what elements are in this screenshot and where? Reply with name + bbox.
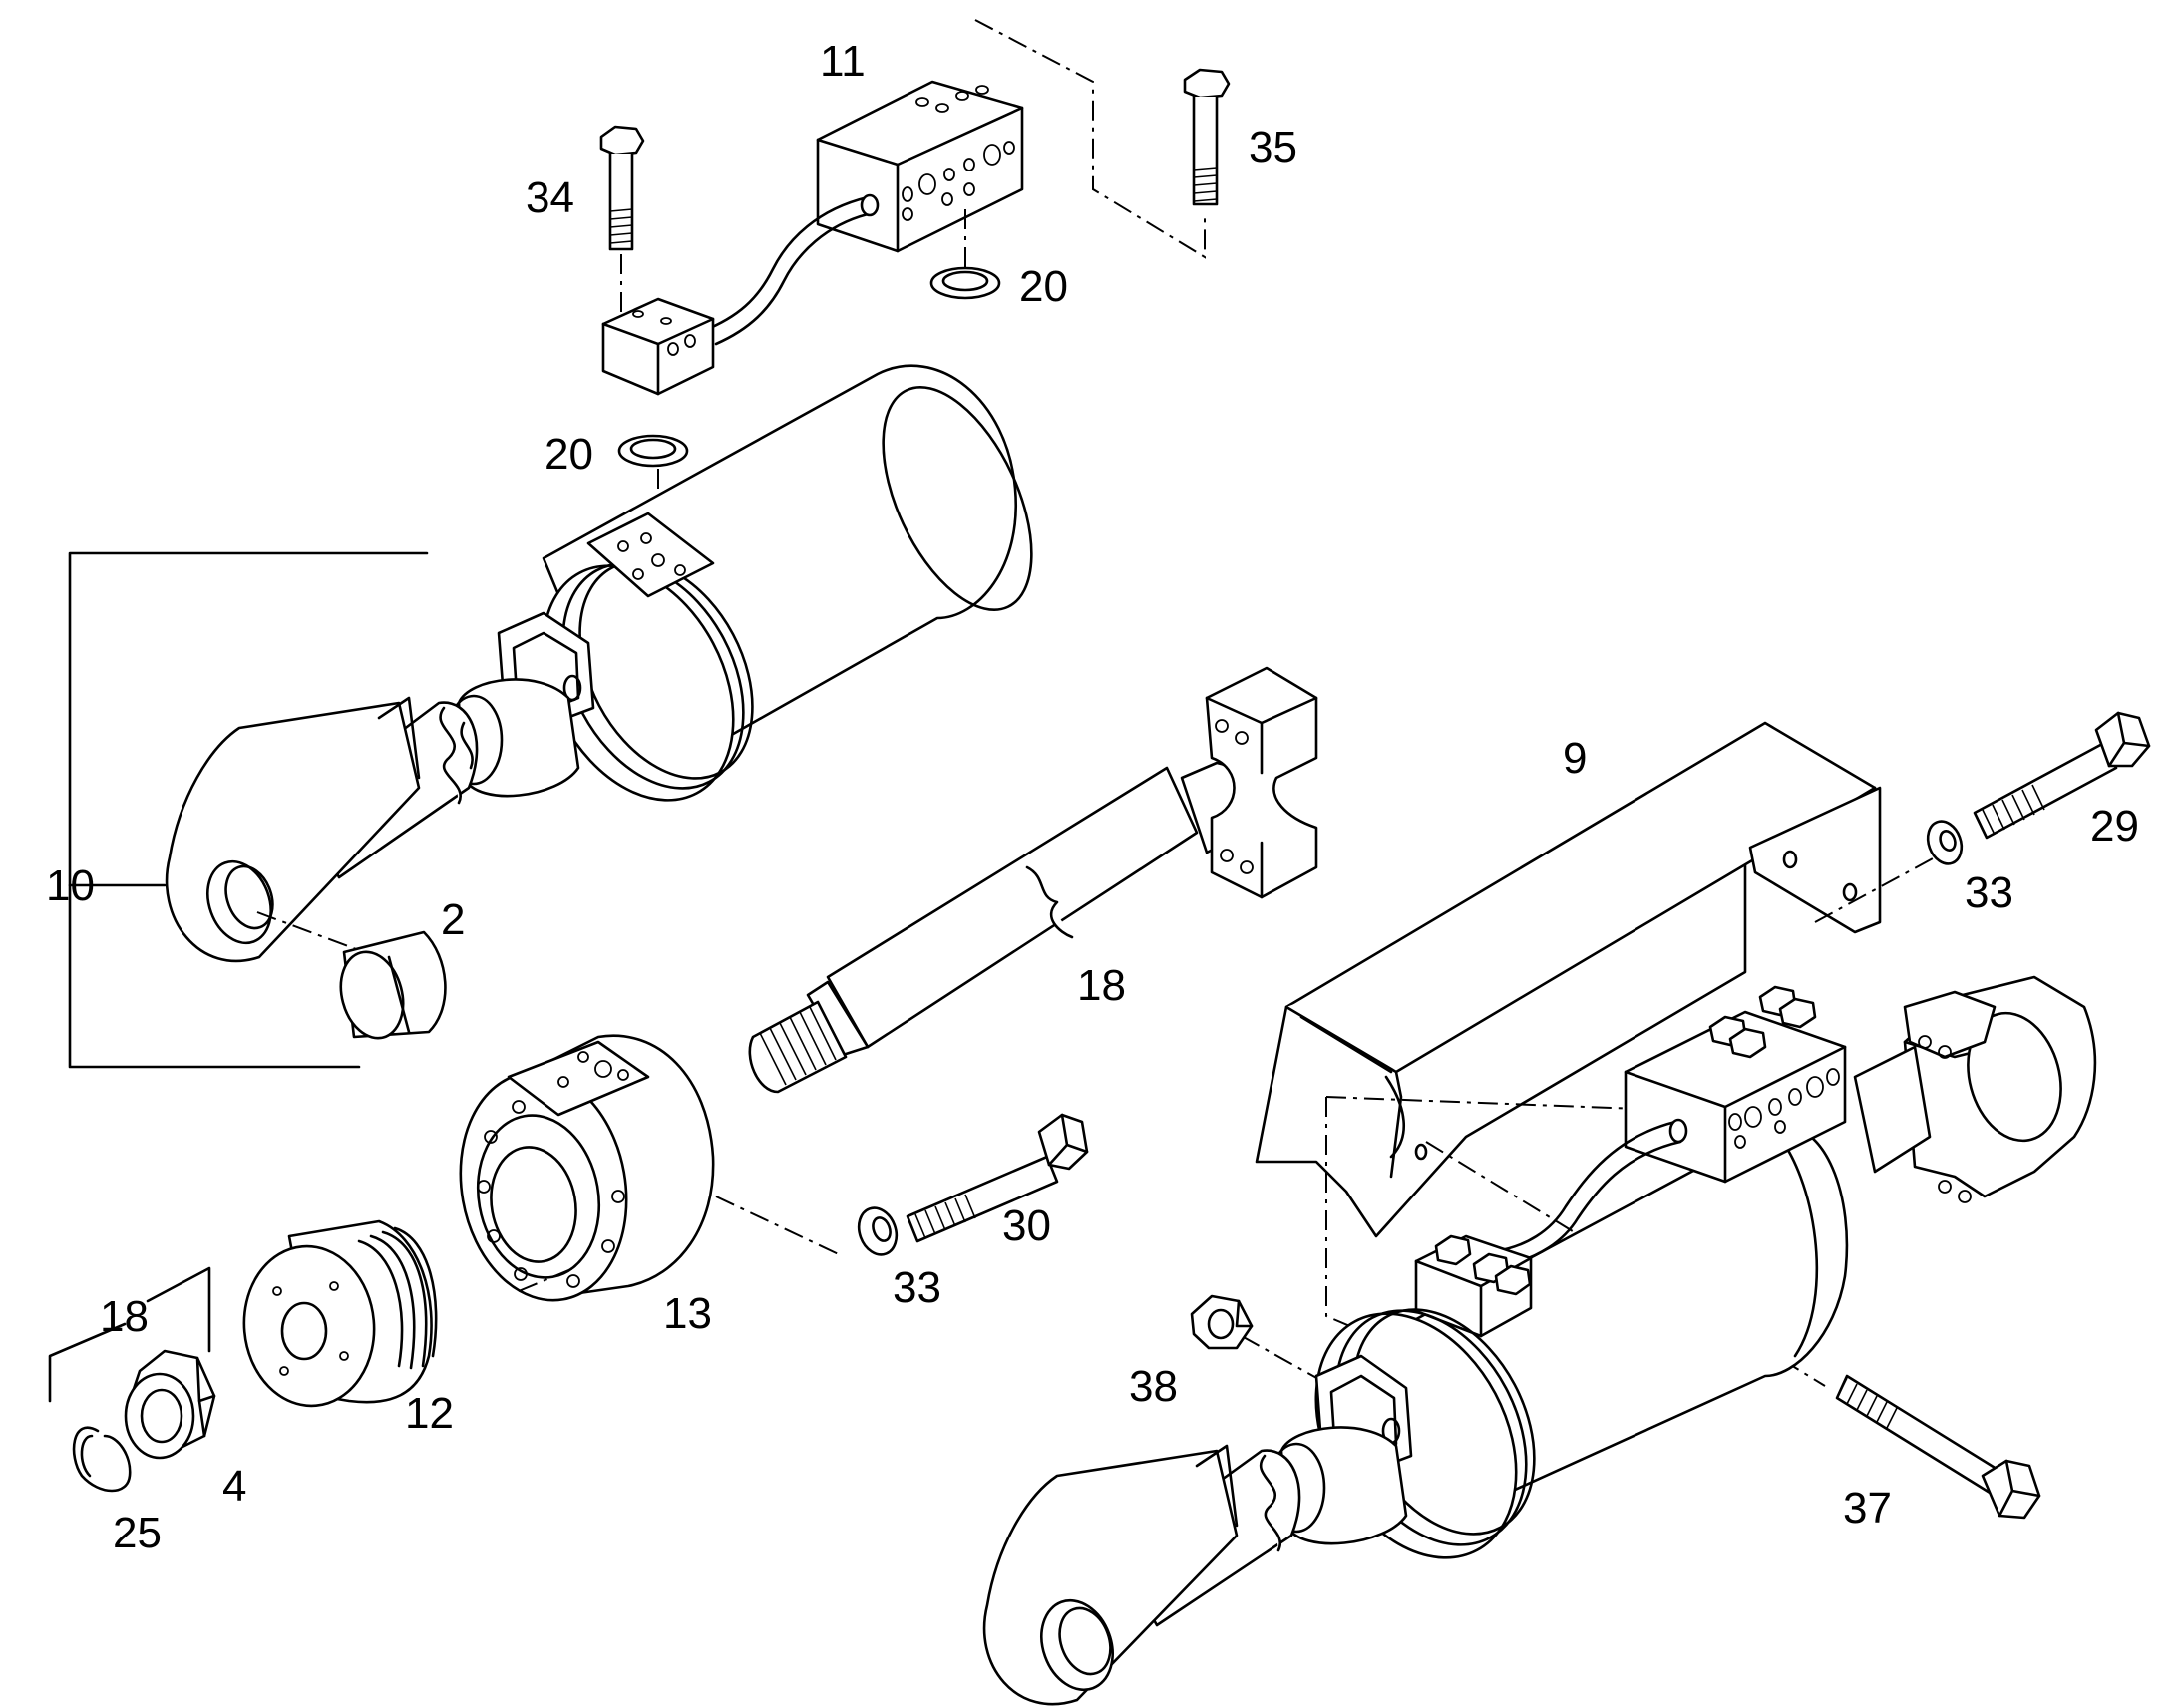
callout-labels: 11 35 34 20 20 10 2 9 29 33 18 30 33 13 … [46,37,2139,1557]
part-38-nut [1190,1294,1254,1350]
part-25-circlip [72,1426,132,1493]
callout-10: 10 [46,861,95,910]
assembled-hydraulic-cylinder [982,975,2097,1706]
callout-38: 38 [1129,1362,1178,1411]
callout-29: 29 [2090,802,2139,851]
part-11-distributor-block [601,80,1024,396]
callout-35: 35 [1249,123,1297,171]
part-34-bolt [599,125,645,251]
part-30-bolt [906,1113,1089,1243]
part-20-seal-ring-upper [929,266,1001,300]
part-10-hydraulic-cylinder [165,364,1033,963]
part-29-bolt [1973,711,2151,840]
callout-18-rod: 18 [1077,961,1126,1010]
callout-bracket-18 [48,1266,211,1403]
callout-18-bracket: 18 [100,1292,149,1341]
part-18-piston-rod [748,666,1318,1094]
callout-30: 30 [1002,1201,1051,1250]
part-37-bolt [1835,1374,2041,1520]
callout-13: 13 [663,1289,712,1338]
part-2-bushing [256,911,447,1040]
part-20-seal-ring-lower [617,434,689,468]
part-9-cover [1255,721,1882,1238]
part-4-nut [124,1349,216,1460]
callout-2: 2 [441,895,465,944]
callout-33-left: 33 [893,1263,941,1312]
callout-33-right: 33 [1965,868,2013,917]
callout-12: 12 [405,1389,454,1438]
callout-34: 34 [526,173,574,222]
callout-20-upper: 20 [1019,262,1068,311]
callout-bracket-10 [68,551,429,1069]
callout-37: 37 [1843,1484,1892,1533]
part-13-cylinder-head [459,1034,844,1302]
callout-9: 9 [1563,734,1587,783]
part-33-washer-left [857,1206,899,1256]
part-33-washer-right [1926,820,1964,865]
callout-25: 25 [113,1509,162,1557]
part-35-bolt [1183,68,1231,206]
callout-11: 11 [820,37,866,86]
callout-4: 4 [222,1462,246,1511]
callout-20-lower: 20 [545,430,593,479]
part-12-piston [242,1219,438,1408]
